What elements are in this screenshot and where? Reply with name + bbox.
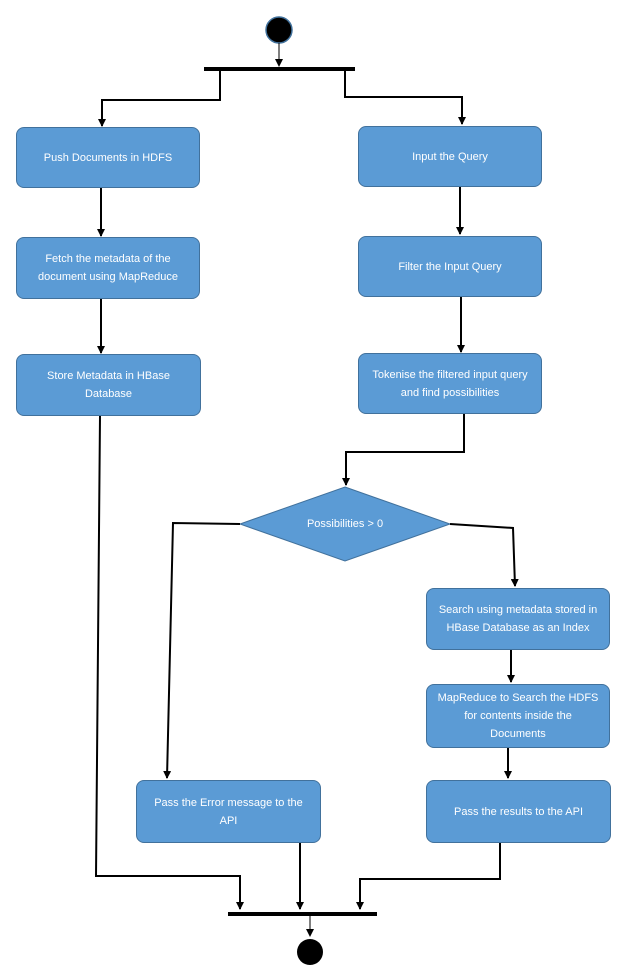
- push-documents-node: Push Documents in HDFS: [16, 127, 200, 188]
- connector-store-to-join: [94, 415, 244, 910]
- start-node: [265, 16, 293, 44]
- fork-bar: [204, 67, 355, 71]
- end-node: [297, 939, 323, 965]
- push-documents-label: Push Documents in HDFS: [43, 151, 173, 164]
- connector-results-to-join: [356, 843, 501, 910]
- connector-decision-to-search: [449, 523, 519, 587]
- search-metadata-node: Search using metadata stored in HBase Da…: [426, 588, 610, 650]
- pass-error-label: Pass the Error message to the API: [154, 796, 303, 827]
- tokenise-query-label: Tokenise the filtered input query and fi…: [372, 368, 528, 399]
- pass-error-node: Pass the Error message to the API: [136, 780, 321, 843]
- store-metadata-node: Store Metadata in HBase Database: [16, 354, 201, 416]
- pass-results-node: Pass the results to the API: [426, 780, 611, 843]
- connector-tokenise-to-decision: [342, 414, 465, 486]
- decision-label: Possibilities > 0: [306, 518, 384, 530]
- store-metadata-label: Store Metadata in HBase Database: [47, 370, 170, 400]
- connector-fork-to-input: [344, 71, 466, 125]
- fetch-metadata-label: Fetch the metadata of the document using…: [37, 253, 179, 283]
- input-query-node: Input the Query: [358, 126, 542, 187]
- connector-decision-to-error: [163, 521, 241, 779]
- pass-results-label: Pass the results to the API: [453, 805, 583, 818]
- filter-query-node: Filter the Input Query: [358, 236, 542, 297]
- filter-query-label: Filter the Input Query: [398, 260, 502, 273]
- fetch-metadata-node: Fetch the metadata of the document using…: [16, 237, 200, 299]
- mapreduce-search-label: MapReduce to Search the HDFS for content…: [437, 692, 599, 740]
- connector-fork-to-push: [98, 71, 221, 127]
- decision-diamond: [238, 486, 452, 562]
- tokenise-query-node: Tokenise the filtered input query and fi…: [358, 353, 542, 414]
- mapreduce-search-node: MapReduce to Search the HDFS for content…: [426, 684, 610, 748]
- search-metadata-label: Search using metadata stored in HBase Da…: [438, 604, 598, 634]
- join-bar: [228, 912, 377, 916]
- input-query-label: Input the Query: [412, 150, 488, 163]
